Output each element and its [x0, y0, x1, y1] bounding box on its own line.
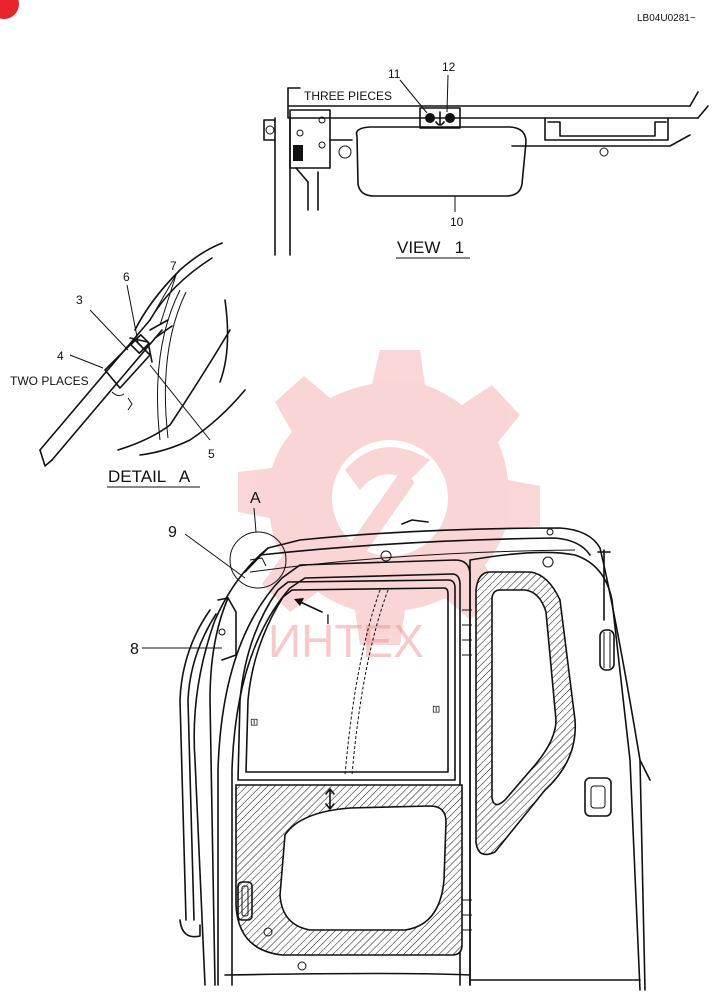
svg-text:⊟: ⊟ [430, 705, 441, 713]
svg-text:⊟: ⊟ [248, 718, 259, 726]
callout-9: 9 [168, 524, 177, 541]
callout-11: 11 [388, 67, 401, 81]
callout-7: 7 [170, 259, 177, 273]
callout-8: 8 [130, 641, 139, 658]
drawing-code: LB04U0281~ [637, 13, 696, 24]
detail-a-note: TWO PLACES [10, 374, 89, 388]
cab-drawing: ⊟ ⊟ [142, 507, 651, 991]
view-1-title: VIEW 1 [397, 238, 464, 257]
detail-a-drawing [39, 242, 246, 467]
watermark-logo [238, 350, 540, 645]
callout-5: 5 [208, 447, 215, 461]
detail-a-ref: A [250, 490, 261, 507]
detail-a-title: DETAIL A [108, 467, 191, 486]
view-1-note: THREE PIECES [304, 89, 392, 103]
callout-12: 12 [442, 60, 456, 74]
callout-3: 3 [76, 293, 83, 307]
corner-mark [0, 0, 19, 19]
view-1-ref: I [326, 611, 330, 627]
callout-10: 10 [450, 215, 464, 229]
watermark-text: ИНТЕХ [268, 615, 424, 667]
view-1-drawing [263, 74, 709, 256]
callout-4: 4 [57, 349, 64, 363]
callout-6: 6 [123, 270, 130, 284]
